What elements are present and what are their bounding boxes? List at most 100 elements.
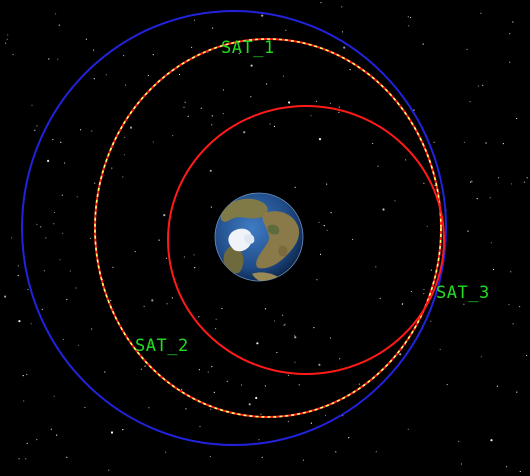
star (526, 354, 528, 357)
star (30, 323, 32, 325)
star (150, 343, 152, 345)
star (18, 320, 21, 323)
star (151, 299, 154, 302)
star (349, 69, 351, 71)
star (110, 299, 112, 301)
star (341, 31, 344, 33)
star (510, 271, 512, 273)
star (282, 314, 284, 316)
star (47, 159, 50, 162)
star (506, 466, 508, 468)
star (348, 437, 350, 439)
star (198, 369, 200, 371)
star (147, 74, 149, 77)
star (209, 169, 212, 172)
star (329, 102, 332, 104)
star (375, 266, 377, 268)
star (375, 451, 377, 453)
star (407, 428, 409, 430)
star (467, 230, 469, 232)
star (422, 43, 424, 45)
star (93, 49, 95, 51)
orbit-sat1-dash (94, 38, 442, 418)
star (110, 431, 114, 434)
star (264, 385, 266, 387)
star (274, 320, 276, 322)
star (45, 237, 47, 239)
star (379, 297, 381, 299)
star (199, 426, 201, 428)
star (313, 327, 315, 329)
star (266, 83, 268, 85)
star (264, 308, 267, 310)
sat1-label[interactable]: SAT_1 (221, 38, 275, 58)
star (129, 126, 133, 129)
earth-globe[interactable] (214, 192, 304, 282)
star (318, 363, 321, 366)
star (5, 42, 7, 44)
star (318, 221, 320, 223)
star (426, 225, 428, 227)
star (75, 287, 77, 289)
star (53, 395, 55, 397)
star (283, 324, 285, 326)
star (222, 113, 224, 115)
star (310, 115, 312, 117)
star (207, 371, 209, 373)
star (143, 305, 145, 307)
star (394, 200, 396, 202)
starfield (4, 1, 528, 473)
star (294, 336, 297, 339)
star (36, 223, 38, 225)
star (36, 125, 38, 127)
star (318, 138, 322, 141)
star (122, 176, 124, 178)
star (111, 167, 113, 169)
star (84, 406, 86, 409)
star (410, 290, 412, 293)
star (434, 184, 436, 187)
star (502, 143, 504, 145)
star (222, 89, 225, 91)
star (56, 434, 58, 436)
star (516, 117, 518, 120)
star (430, 320, 432, 322)
star (34, 129, 36, 131)
star (248, 403, 251, 406)
star (50, 428, 52, 430)
star (423, 289, 425, 291)
star (11, 237, 13, 239)
star (238, 53, 240, 55)
star (17, 274, 19, 277)
star (269, 123, 271, 125)
star (89, 237, 92, 240)
star (330, 212, 332, 214)
star (377, 165, 379, 167)
star (316, 279, 318, 281)
orbit-sat3-path (167, 105, 445, 375)
star (17, 265, 19, 267)
star (508, 303, 510, 306)
star (27, 288, 29, 291)
star (59, 259, 61, 261)
star (261, 456, 263, 458)
star (285, 29, 287, 31)
star (463, 141, 465, 143)
star (66, 456, 68, 458)
star (105, 74, 107, 76)
star (471, 180, 473, 182)
star (93, 78, 95, 80)
star (480, 356, 482, 358)
star (226, 380, 228, 382)
orbit-sat2-path (21, 10, 447, 446)
star (187, 115, 189, 117)
star (511, 183, 513, 185)
star (40, 226, 42, 228)
star (184, 101, 186, 103)
sat3-label[interactable]: SAT_3 (436, 283, 490, 303)
sat2-label[interactable]: SAT_2 (135, 336, 189, 356)
star (191, 46, 193, 49)
star (477, 85, 480, 87)
